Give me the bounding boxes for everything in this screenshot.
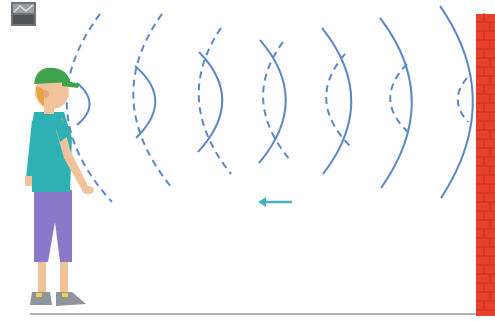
boy-figure [25,68,94,306]
outgoing-wave-1 [77,83,90,125]
reflected-wave-3 [199,28,231,174]
reflected-wave-6 [390,64,410,134]
outgoing-wave-3 [198,52,222,152]
photo-thumbnail-icon[interactable] [11,2,36,26]
reflected-wave-2 [133,14,172,188]
boy-pants [34,190,72,262]
outgoing-wave-6 [380,18,412,188]
outgoing-wave-7 [440,6,473,198]
outgoing-waves [77,6,473,198]
reflected-waves [67,14,468,202]
left-arrow-icon [258,197,292,207]
boy-shoe-right [56,292,86,306]
brick-wall [476,13,495,316]
reflected-wave-7 [458,78,468,122]
